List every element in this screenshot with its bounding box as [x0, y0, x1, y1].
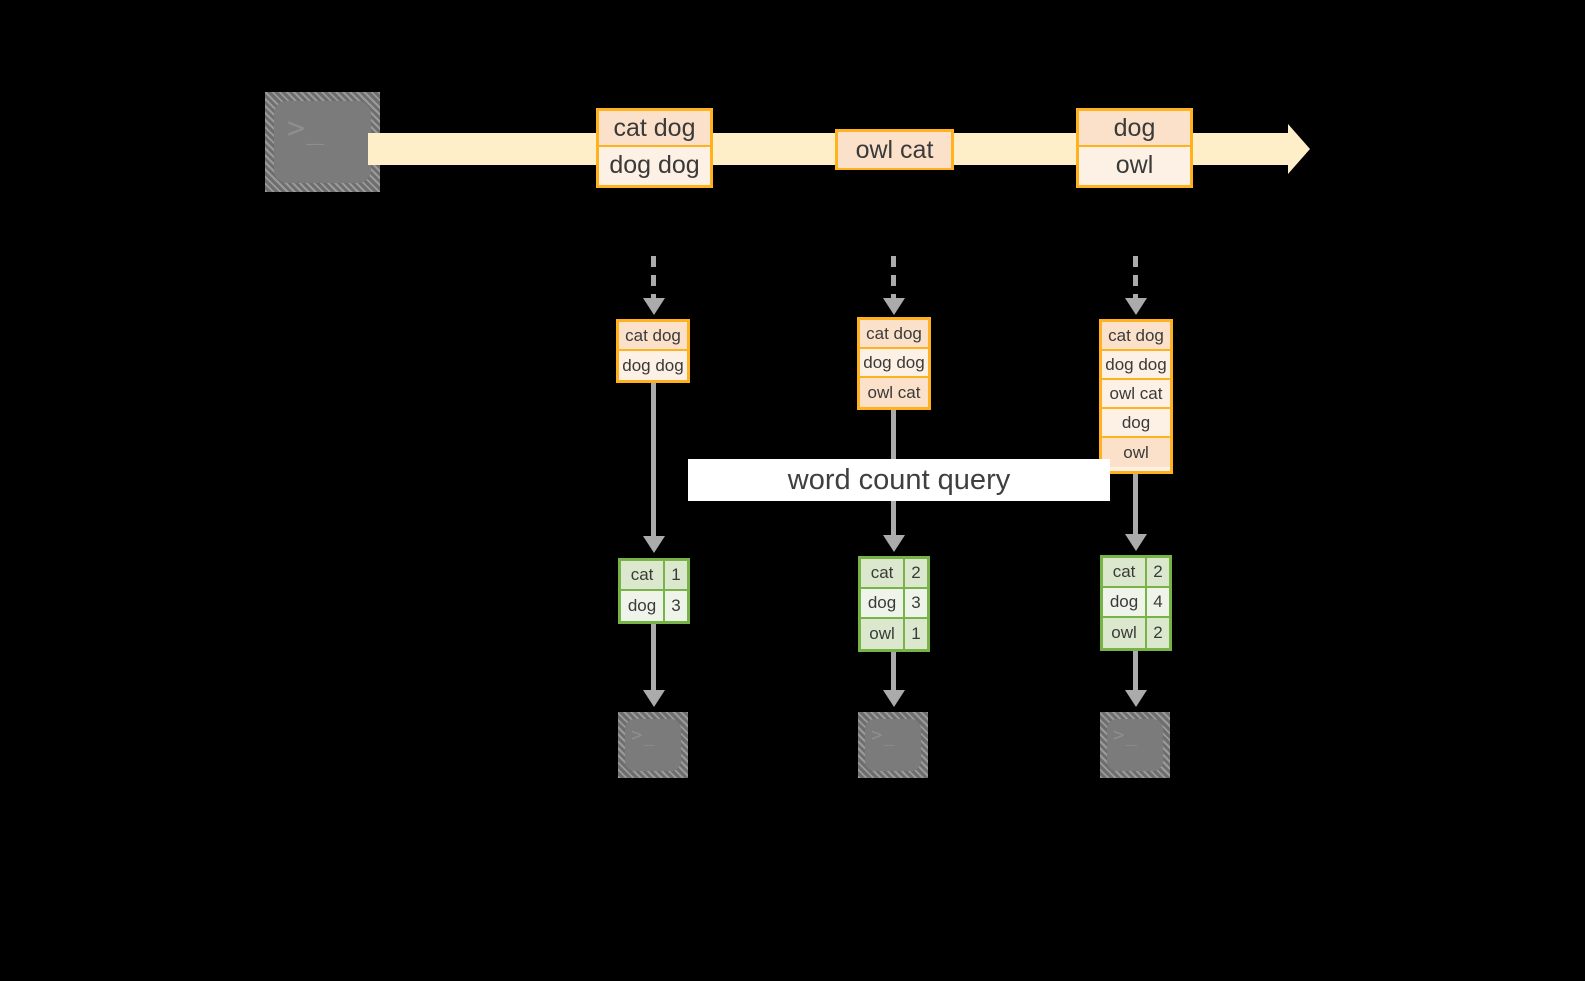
snapshot-3-records: cat dog dog dog owl cat dog owl: [1099, 319, 1173, 474]
table-cell-word: dog: [861, 589, 906, 617]
table-cell-count: 1: [671, 565, 681, 584]
table-row: cat 2: [1103, 558, 1169, 588]
record-line: owl cat: [838, 132, 951, 168]
terminal-screen: [865, 719, 921, 771]
record-line: cat dog: [599, 111, 710, 147]
snapshot-1-dashed-connector: [651, 256, 656, 301]
snapshot-2-to-sink-arrowhead: [883, 690, 905, 707]
snapshot-1-to-result-arrowhead: [643, 536, 665, 553]
table-cell-word: owl: [1103, 618, 1148, 648]
table-row: cat 2: [861, 559, 927, 589]
table-cell-word: owl: [861, 619, 906, 649]
record-line: dog: [1079, 111, 1190, 147]
table-cell-word: dog: [1103, 588, 1148, 616]
snapshot-record-line: dog dog: [619, 351, 687, 380]
snapshot-record-line: owl: [1102, 438, 1170, 467]
snapshot-3-dashed-connector: [1133, 256, 1138, 301]
snapshot-2-to-result-arrowhead: [883, 535, 905, 552]
table-row: dog 4: [1103, 588, 1169, 618]
snapshot-1-records: cat dog dog dog: [616, 319, 690, 383]
snapshot-3-to-sink-connector: [1133, 651, 1138, 692]
table-cell-word: cat: [1103, 558, 1148, 586]
source-terminal-icon: >_: [265, 92, 380, 192]
table-cell-count: 3: [911, 593, 921, 612]
record-line: dog dog: [599, 147, 710, 183]
table-cell-count: 4: [1153, 592, 1163, 611]
snapshot-3-dashed-arrowhead: [1125, 298, 1147, 315]
snapshot-2-dashed-connector: [891, 256, 896, 301]
table-row: owl 1: [861, 619, 927, 649]
snapshot-1-to-result-connector: [651, 383, 656, 538]
snapshot-record-line: dog: [1102, 409, 1170, 438]
snapshot-3-sink-terminal-icon: >_: [1100, 712, 1170, 778]
record-line: owl: [1079, 147, 1190, 183]
snapshot-1-result-table: cat 1 dog 3: [618, 558, 690, 624]
table-cell-count: 1: [911, 624, 921, 643]
snapshot-record-line: dog dog: [1102, 351, 1170, 380]
event-stream-arrow-head: [1288, 124, 1310, 174]
stream-record-2: owl cat: [835, 129, 954, 170]
snapshot-3-to-sink-arrowhead: [1125, 690, 1147, 707]
query-label: word count query: [688, 459, 1110, 501]
snapshot-2-sink-terminal-icon: >_: [858, 712, 928, 778]
stream-record-1: cat dog dog dog: [596, 108, 713, 188]
snapshot-record-line: cat dog: [1102, 322, 1170, 351]
snapshot-2-records: cat dog dog dog owl cat: [857, 317, 931, 410]
snapshot-1-sink-terminal-icon: >_: [618, 712, 688, 778]
terminal-prompt-label: >_: [287, 111, 326, 146]
snapshot-3-to-result-connector: [1133, 474, 1138, 536]
terminal-prompt-label: >_: [1113, 724, 1138, 746]
table-row: dog 3: [621, 591, 687, 621]
snapshot-2-dashed-arrowhead: [883, 298, 905, 315]
table-cell-count: 2: [911, 563, 921, 582]
terminal-screen: [274, 101, 371, 183]
table-cell-word: dog: [621, 591, 666, 621]
table-cell-word: cat: [621, 561, 666, 589]
table-cell-word: cat: [861, 559, 906, 587]
table-row: owl 2: [1103, 618, 1169, 648]
snapshot-record-line: owl cat: [860, 378, 928, 407]
snapshot-record-line: dog dog: [860, 349, 928, 378]
table-row: dog 3: [861, 589, 927, 619]
terminal-screen: [1107, 719, 1163, 771]
snapshot-2-to-sink-connector: [891, 652, 896, 692]
snapshot-record-line: cat dog: [619, 322, 687, 351]
snapshot-record-line: owl cat: [1102, 380, 1170, 409]
terminal-screen: [625, 719, 681, 771]
table-cell-count: 2: [1153, 562, 1163, 581]
table-row: cat 1: [621, 561, 687, 591]
snapshot-1-to-sink-arrowhead: [643, 690, 665, 707]
snapshot-3-result-table: cat 2 dog 4 owl 2: [1100, 555, 1172, 651]
terminal-prompt-label: >_: [871, 724, 896, 746]
snapshot-3-to-result-arrowhead: [1125, 534, 1147, 551]
stream-record-3: dog owl: [1076, 108, 1193, 188]
snapshot-2-result-table: cat 2 dog 3 owl 1: [858, 556, 930, 652]
snapshot-1-dashed-arrowhead: [643, 298, 665, 315]
table-cell-count: 3: [671, 596, 681, 615]
terminal-prompt-label: >_: [631, 724, 656, 746]
table-cell-count: 2: [1153, 623, 1163, 642]
snapshot-1-to-sink-connector: [651, 624, 656, 692]
snapshot-record-line: cat dog: [860, 320, 928, 349]
